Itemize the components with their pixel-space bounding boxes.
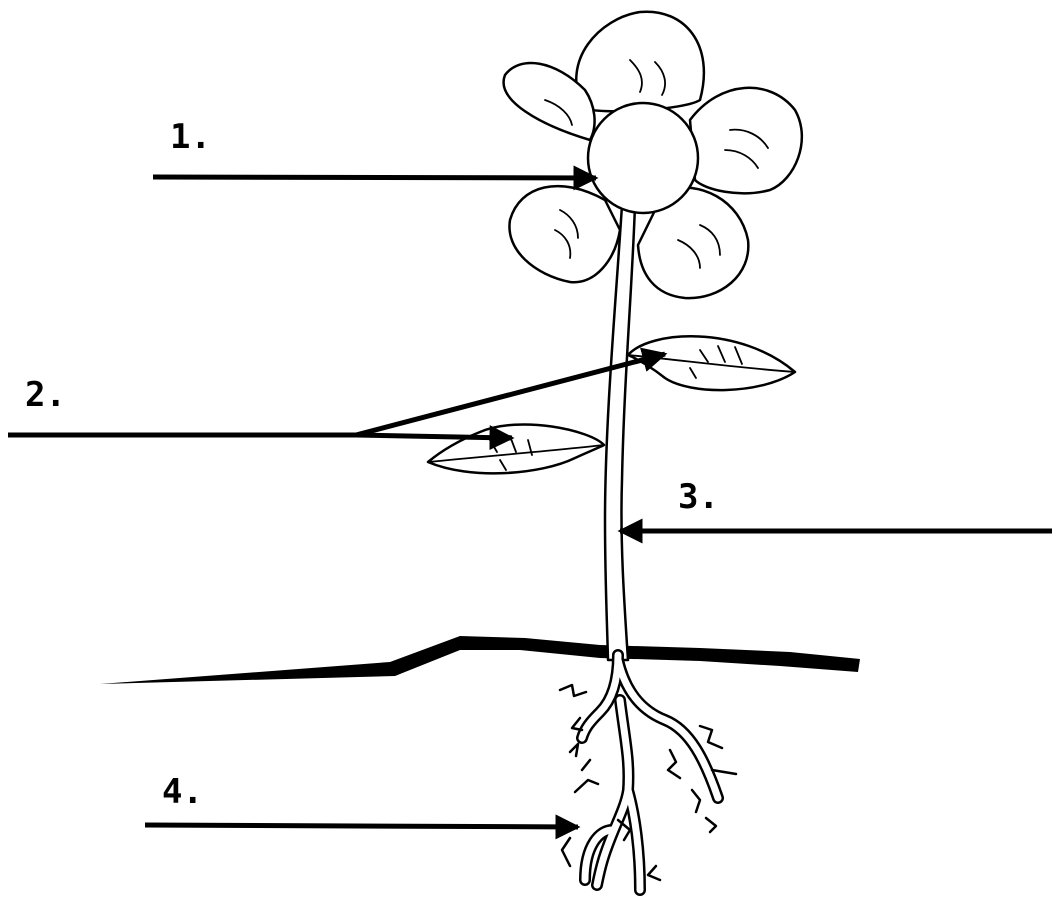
roots (560, 655, 736, 890)
label-1: 1. (170, 117, 211, 157)
stem (605, 205, 635, 660)
upper-leaf (628, 336, 795, 390)
label-2: 2. (25, 375, 66, 415)
ground-line (100, 636, 860, 684)
arrow-1 (153, 177, 596, 178)
arrow-4 (145, 825, 578, 827)
arrow-2-lower (356, 435, 512, 438)
label-3: 3. (678, 477, 719, 517)
lower-leaf (428, 424, 604, 473)
label-4: 4. (162, 772, 203, 812)
flower (504, 12, 802, 298)
